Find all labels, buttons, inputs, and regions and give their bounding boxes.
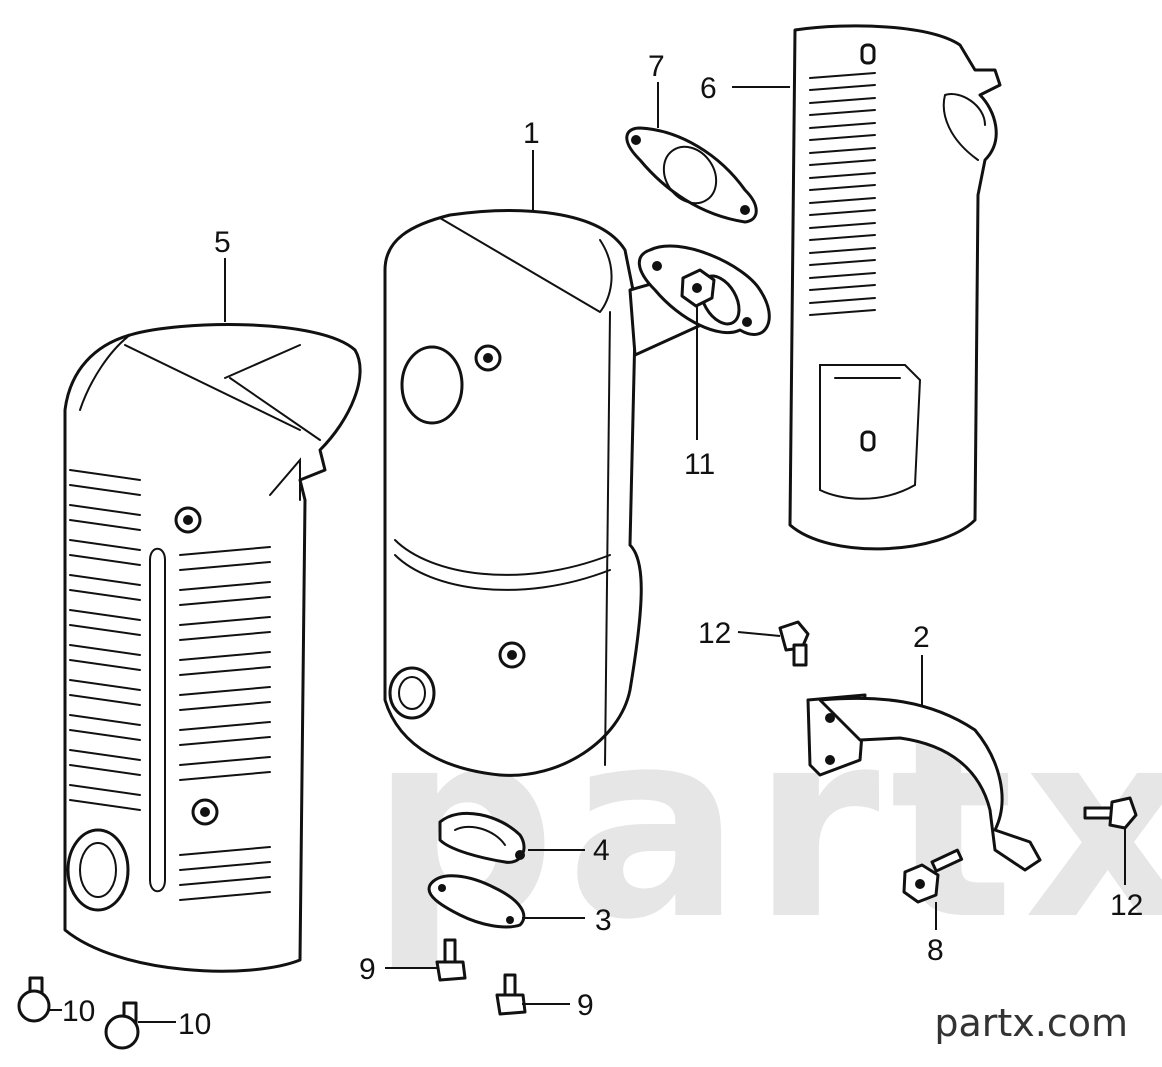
part-6-muffler-protector — [788, 24, 1002, 551]
part-12-bolt-b — [1083, 796, 1138, 830]
part-7-gasket — [625, 126, 758, 224]
part-8-bolt — [902, 848, 964, 904]
callout-7: 7 — [648, 50, 665, 83]
callout-10-left: 10 — [62, 995, 95, 1028]
callout-6: 6 — [700, 72, 717, 105]
part-4-gasket — [438, 811, 526, 864]
callout-8: 8 — [927, 934, 944, 967]
part-5-muffler-protector — [63, 323, 362, 973]
part-10-bolt-b — [104, 1001, 140, 1050]
callout-10-right: 10 — [178, 1008, 211, 1041]
part-1-muffler — [383, 209, 771, 777]
part-9-bolt-b — [495, 973, 527, 1016]
brand-text: partx.com — [934, 1001, 1128, 1045]
part-2-muffler-stay — [806, 693, 1042, 872]
callout-9-right: 9 — [577, 989, 594, 1022]
callout-12-right: 12 — [1110, 889, 1143, 922]
callout-11: 11 — [684, 448, 715, 481]
part-3-plate — [427, 874, 526, 929]
callout-labels: 1 2 3 4 5 6 7 8 9 9 10 10 11 12 12 — [62, 50, 1143, 1041]
leader-lines — [48, 82, 1126, 1023]
part-10-bolt-a — [17, 976, 51, 1023]
callout-4: 4 — [593, 834, 610, 867]
callout-2: 2 — [913, 621, 930, 654]
part-11-flange-nut — [680, 268, 716, 308]
part-9-bolt-a — [435, 938, 467, 982]
callout-1: 1 — [523, 117, 540, 150]
part-12-bolt-a — [778, 620, 810, 667]
callout-5: 5 — [214, 226, 231, 259]
callout-3: 3 — [595, 904, 612, 937]
callout-9-left: 9 — [359, 953, 376, 986]
callout-12-left: 12 — [698, 617, 731, 650]
